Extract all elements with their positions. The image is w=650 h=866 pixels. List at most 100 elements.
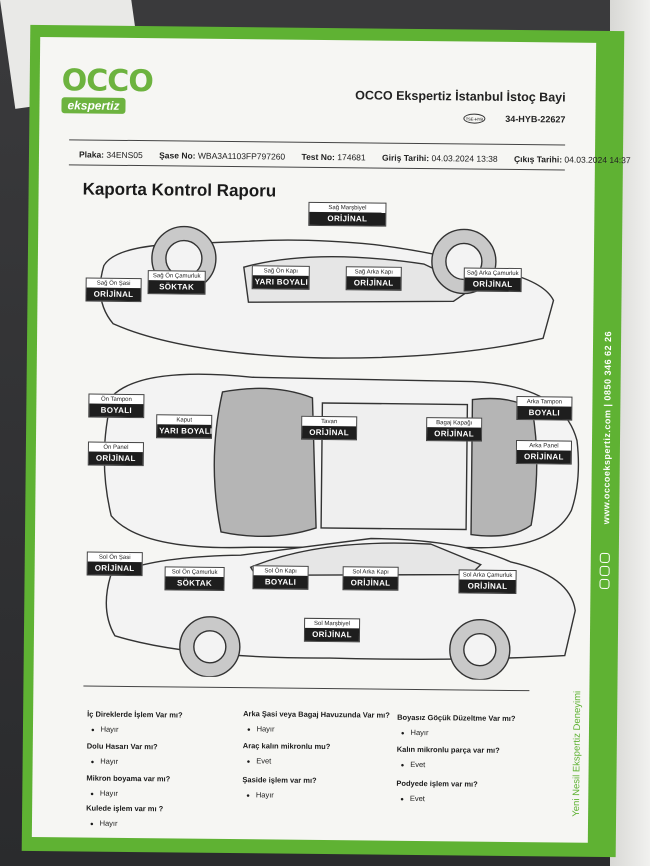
question-text: Mikron boyama var mı? xyxy=(86,773,171,784)
question-item: Şaside işlem var mı? Hayır xyxy=(242,775,316,800)
instagram-icon xyxy=(599,578,610,590)
chassis-label: Şase No: xyxy=(159,150,196,161)
part-sag-arka-camurluk: Sağ Arka Çamurluk ORİJİNAL xyxy=(463,267,522,293)
question-answer: Hayır xyxy=(86,819,163,829)
question-answer: Evet xyxy=(396,794,477,804)
report-page: OCCO ekspertiz OCCO Ekspertiz İstanbul İ… xyxy=(31,37,631,843)
part-status: ORİJİNAL xyxy=(516,450,571,464)
service-code: 34-HYB-22627 xyxy=(505,113,566,125)
part-kaput: Kaput YARI BOYALI xyxy=(156,414,213,439)
part-status: ORİJİNAL xyxy=(88,451,143,466)
question-item: Dolu Hasarı Var mı? Hayır xyxy=(87,742,158,767)
question-text: Dolu Hasarı Var mı? xyxy=(86,741,158,752)
question-text: Podyede işlem var mı? xyxy=(396,778,478,789)
occo-logo: OCCO ekspertiz xyxy=(61,63,153,115)
header-divider-bottom xyxy=(68,164,565,171)
entry-date-value: 04.03.2024 13:38 xyxy=(431,153,498,164)
question-item: Kalın mikronlu parça var mı? Evet xyxy=(397,745,500,770)
question-answer: Hayır xyxy=(87,725,183,735)
part-sol-on-sasi: Sol Ön Şasi ORİJİNAL xyxy=(86,551,143,577)
questions-divider xyxy=(83,685,530,692)
question-text: Araç kalın mikronlu mu? xyxy=(242,741,331,752)
website-phone: www.occoekspertiz.com | 0850 346 62 26 xyxy=(601,330,614,525)
question-answer: Hayır xyxy=(397,728,515,738)
entry-date-label: Giriş Tarihi: xyxy=(381,152,430,164)
part-on-panel: Ön Panel ORİJİNAL xyxy=(87,441,144,467)
chassis-value: WBA3A1103FP797260 xyxy=(197,150,286,162)
part-status: ORİJİNAL xyxy=(302,425,357,440)
question-answer: Hayır xyxy=(86,789,170,799)
test-no-value: 174681 xyxy=(337,152,366,163)
question-text: Kalın mikronlu parça var mı? xyxy=(396,744,500,755)
part-status: BOYALI xyxy=(89,403,144,418)
report-document: OCCO ekspertiz OCCO Ekspertiz İstanbul İ… xyxy=(21,24,631,858)
part-sag-marsbiyel: Sağ Marşbiyel ORİJİNAL xyxy=(308,201,387,227)
part-status: ORİJİNAL xyxy=(346,276,401,290)
report-title: Kaporta Kontrol Raporu xyxy=(82,179,277,201)
part-sag-arka-kapi: Sağ Arka Kapı ORİJİNAL xyxy=(345,266,402,291)
part-bagaj-kapagi: Bagaj Kapağı ORİJİNAL xyxy=(426,417,483,442)
part-sol-on-camurluk: Sol Ön Çamurluk SÖKTAK xyxy=(164,566,225,591)
exit-date-value: 04.03.2024 14:37 xyxy=(564,154,631,166)
question-text: Şaside işlem var mı? xyxy=(242,775,317,785)
car-diagram xyxy=(99,225,580,681)
part-sag-on-kapi: Sağ Ön Kapı YARI BOYALI xyxy=(251,265,310,290)
part-sol-arka-kapi: Sol Arka Kapı ORİJİNAL xyxy=(342,566,399,591)
part-sag-on-camurluk: Sağ Ön Çamurluk SÖKTAK xyxy=(147,270,206,295)
question-text: Kulede işlem var mı ? xyxy=(86,803,164,814)
plate-label: Plaka: xyxy=(78,149,105,160)
question-answer: Evet xyxy=(397,760,500,770)
part-status: ORİJİNAL xyxy=(86,287,141,302)
question-answer: Evet xyxy=(243,756,331,766)
vehicle-meta-row: Plaka: 34ENS05 Şase No: WBA3A1103FP79726… xyxy=(79,149,645,165)
question-item: İç Direklerde İşlem Var mı? Hayır xyxy=(87,710,183,735)
part-sol-on-kapi: Sol Ön Kapı BOYALI xyxy=(252,565,309,590)
question-text: Boyasız Göçük Düzeltme Var mı? xyxy=(397,712,516,724)
logo-sub-text: ekspertiz xyxy=(61,97,126,114)
header-divider-top xyxy=(69,139,566,146)
tse-badge: TSE-HYB xyxy=(463,113,486,124)
slogan: Yeni Nesil Ekspertiz Deneyimi xyxy=(571,690,584,817)
exit-date-label: Çıkış Tarihi: xyxy=(514,153,563,165)
part-arka-panel: Arka Panel ORİJİNAL xyxy=(515,440,573,465)
part-status: BOYALI xyxy=(517,406,572,420)
question-answer: Hayır xyxy=(87,757,158,767)
part-status: ORİJİNAL xyxy=(343,576,398,590)
logo-main-text: OCCO xyxy=(61,63,153,100)
part-status: SÖKTAK xyxy=(165,576,224,590)
question-item: Boyasız Göçük Düzeltme Var mı? Hayır xyxy=(397,712,516,738)
question-text: Arka Şasi veya Bagaj Havuzunda Var mı? xyxy=(243,709,390,720)
part-sag-on-sasi: Sağ Ön Şasi ORİJİNAL xyxy=(85,277,142,303)
social-icons xyxy=(599,552,611,592)
contact-strip: www.occoekspertiz.com | 0850 346 62 26 xyxy=(592,331,619,851)
part-sol-marsbiyel: Sol Marşbiyel ORİJİNAL xyxy=(303,617,361,643)
question-answer: Hayır xyxy=(243,724,390,735)
part-status: YARI BOYALI xyxy=(157,424,213,438)
facebook-icon xyxy=(599,552,610,564)
car-top-rear-window xyxy=(470,397,538,537)
car-top-windshield xyxy=(213,387,317,538)
question-text: İç Direklerde İşlem Var mı? xyxy=(87,709,183,720)
part-on-tampon: Ön Tampon BOYALI xyxy=(88,393,145,419)
part-status: YARI BOYALI xyxy=(252,275,309,289)
part-status: BOYALI xyxy=(253,575,308,589)
question-item: Podyede işlem var mı? Evet xyxy=(396,778,478,804)
youtube-icon xyxy=(599,565,610,577)
part-status: SÖKTAK xyxy=(148,280,205,294)
part-status: ORİJİNAL xyxy=(87,561,142,576)
company-name: OCCO Ekspertiz İstanbul İstoç Bayi xyxy=(355,88,566,105)
part-arka-tampon: Arka Tampon BOYALI xyxy=(516,396,573,421)
question-answer: Hayır xyxy=(242,790,316,800)
part-sol-arka-camurluk: Sol Arka Çamurluk ORİJİNAL xyxy=(458,569,517,595)
plate-value: 34ENS05 xyxy=(106,149,143,161)
question-item: Araç kalın mikronlu mu? Evet xyxy=(243,741,331,766)
question-item: Mikron boyama var mı? Hayır xyxy=(86,774,170,799)
question-item: Arka Şasi veya Bagaj Havuzunda Var mı? H… xyxy=(243,709,390,735)
part-status: ORİJİNAL xyxy=(427,427,482,441)
question-item: Kulede işlem var mı ? Hayır xyxy=(86,804,163,829)
part-status: ORİJİNAL xyxy=(459,579,516,594)
part-status: ORİJİNAL xyxy=(304,627,360,642)
part-tavan: Tavan ORİJİNAL xyxy=(301,415,358,441)
part-status: ORİJİNAL xyxy=(464,277,521,292)
test-no-label: Test No: xyxy=(301,151,335,163)
